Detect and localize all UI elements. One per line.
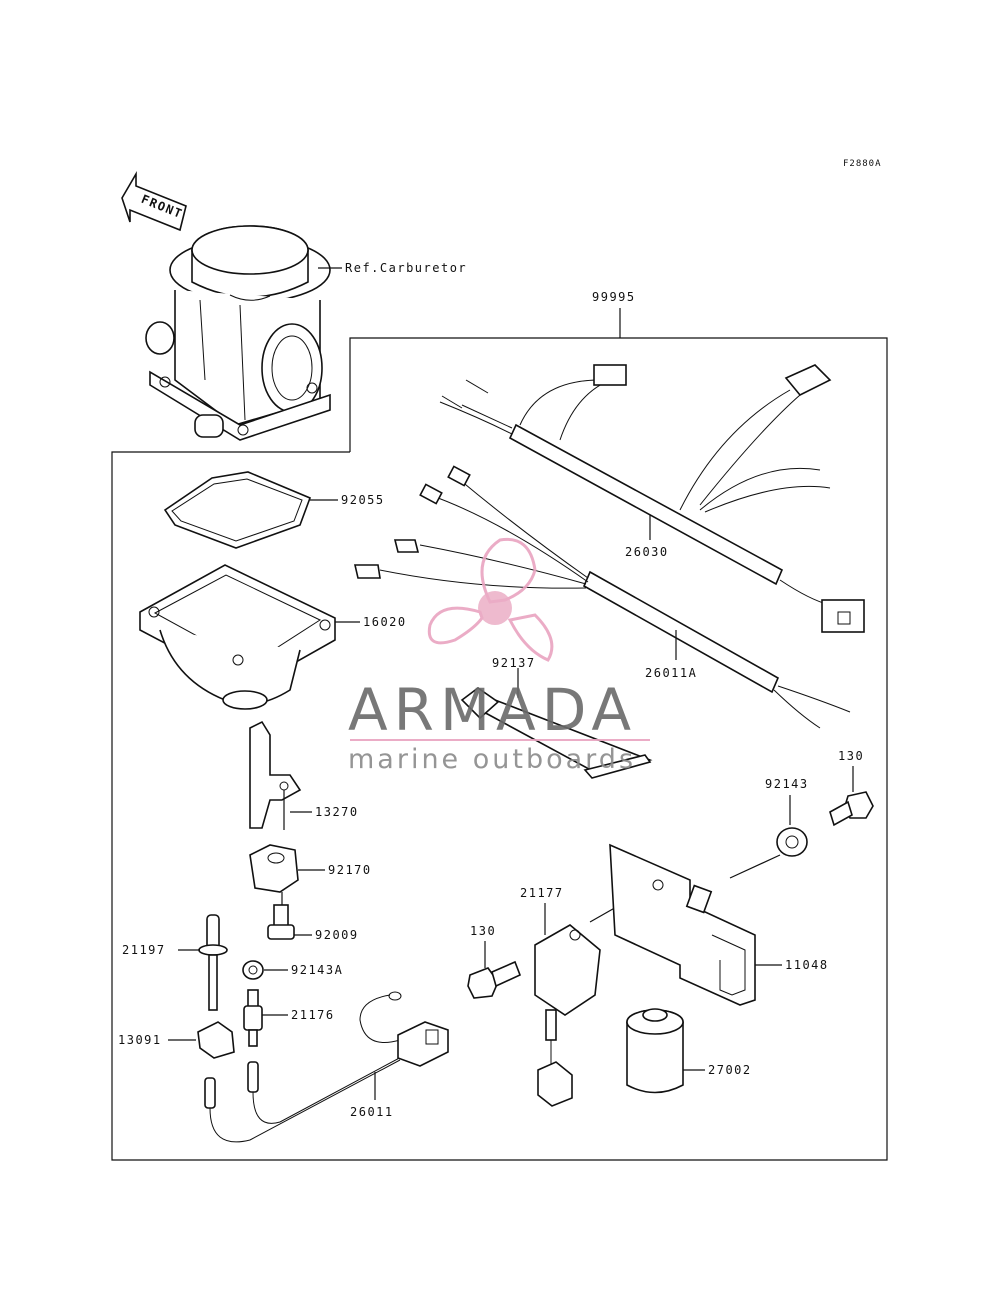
- callout-92055: 92055: [341, 493, 385, 507]
- pin-21197-drawing: [198, 914, 228, 1011]
- front-arrow-icon: FRONT: [121, 171, 187, 232]
- callout-92009: 92009: [315, 928, 359, 942]
- callout-21176: 21176: [291, 1008, 335, 1022]
- callout-26011A: 26011A: [645, 666, 697, 680]
- callout-11048: 11048: [785, 958, 829, 972]
- grease-tube-drawing: [460, 687, 653, 779]
- kit-boundary: [111, 337, 888, 1161]
- callout-92143: 92143: [765, 777, 809, 791]
- callout-92170: 92170: [328, 863, 372, 877]
- callout-16020: 16020: [363, 615, 407, 629]
- callout-13091: 13091: [118, 1033, 162, 1047]
- collar-92143A-drawing: [242, 960, 264, 980]
- callout-26030: 26030: [625, 545, 669, 559]
- bolt-130-top-drawing: [829, 791, 874, 827]
- callout-ref-carburetor: Ref.Carburetor: [345, 261, 467, 275]
- float-bowl-drawing: [139, 564, 336, 710]
- plate-11048-drawing: [609, 843, 756, 1006]
- callout-13270: 13270: [315, 805, 359, 819]
- carburetor-drawing: [145, 225, 331, 441]
- harness-26030-drawing: [439, 364, 865, 633]
- callout-26011: 26011: [350, 1105, 394, 1119]
- watermark-subtitle: marine outboards: [348, 744, 636, 775]
- callout-92137: 92137: [492, 656, 536, 670]
- callout-21197: 21197: [122, 943, 166, 957]
- callout-92143A: 92143A: [291, 963, 343, 977]
- lead-wire-26011-drawing: [204, 991, 449, 1143]
- watermark-title: ARMADA: [348, 676, 637, 744]
- igniter-21177-drawing: [534, 924, 601, 1107]
- gasket-drawing: [163, 471, 312, 549]
- screw-92009-drawing: [267, 904, 295, 940]
- holder-13091-drawing: [197, 1021, 235, 1059]
- propeller-logo-icon: [427, 537, 554, 662]
- callout-130-mid: 130: [470, 924, 496, 938]
- callout-21177: 21177: [520, 886, 564, 900]
- washer-92143-drawing: [776, 827, 808, 857]
- sensor-21176-drawing: [243, 989, 263, 1047]
- figure-code: F2880A: [843, 159, 882, 169]
- callout-27002: 27002: [708, 1063, 752, 1077]
- callout-99995: 99995: [592, 290, 636, 304]
- callout-130-top: 130: [838, 749, 864, 763]
- clip-92170-drawing: [249, 844, 299, 893]
- solenoid-27002-drawing: [626, 1008, 684, 1094]
- armada-watermark: ARMADA marine outboards: [348, 537, 650, 775]
- bolt-130-mid-drawing: [467, 960, 522, 999]
- harness-26011A-drawing: [353, 465, 851, 729]
